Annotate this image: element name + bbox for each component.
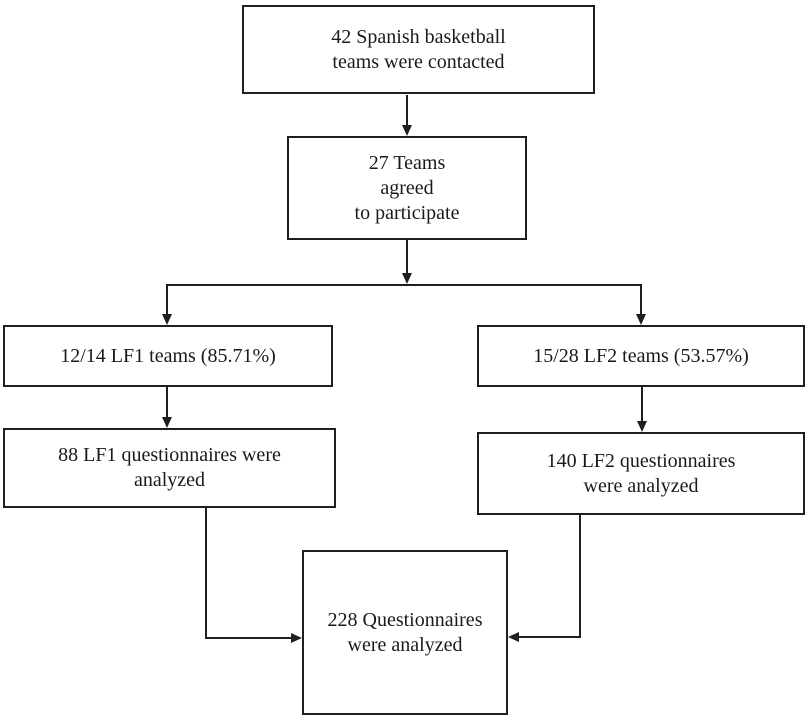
- node-total-questionnaires: 228 Questionnaires were analyzed: [302, 550, 508, 715]
- node-lf2-questionnaires-label: 140 LF2 questionnaires were analyzed: [546, 449, 736, 497]
- arrow-lf2-teams-to-questionnaires: [637, 387, 647, 432]
- node-lf1-questionnaires-label: 88 LF1 questionnaires were analyzed: [58, 444, 281, 491]
- arrow-agreed-to-split: [402, 240, 412, 284]
- node-teams-contacted: 42 Spanish basketball teams were contact…: [242, 5, 595, 94]
- node-teams-agreed-label: 27 Teams agreed to participate: [354, 151, 460, 224]
- arrow-lf1-teams-to-questionnaires: [162, 387, 172, 428]
- split-branch-connector: [162, 284, 646, 325]
- node-teams-agreed: 27 Teams agreed to participate: [287, 136, 527, 240]
- node-total-questionnaires-label: 228 Questionnaires were analyzed: [327, 608, 483, 656]
- arrow-contacted-to-agreed: [402, 95, 412, 136]
- node-lf1-teams: 12/14 LF1 teams (85.71%): [3, 325, 333, 387]
- elbow-lf1-to-total: [205, 508, 302, 643]
- node-teams-contacted-label: 42 Spanish basketball teams were contact…: [331, 25, 506, 73]
- node-lf1-questionnaires: 88 LF1 questionnaires were analyzed: [3, 428, 336, 508]
- node-lf2-teams-label: 15/28 LF2 teams (53.57%): [533, 344, 749, 367]
- node-lf1-teams-label: 12/14 LF1 teams (85.71%): [60, 344, 276, 367]
- node-lf2-teams: 15/28 LF2 teams (53.57%): [477, 325, 805, 387]
- elbow-lf2-to-total: [508, 515, 581, 642]
- node-lf2-questionnaires: 140 LF2 questionnaires were analyzed: [477, 432, 805, 515]
